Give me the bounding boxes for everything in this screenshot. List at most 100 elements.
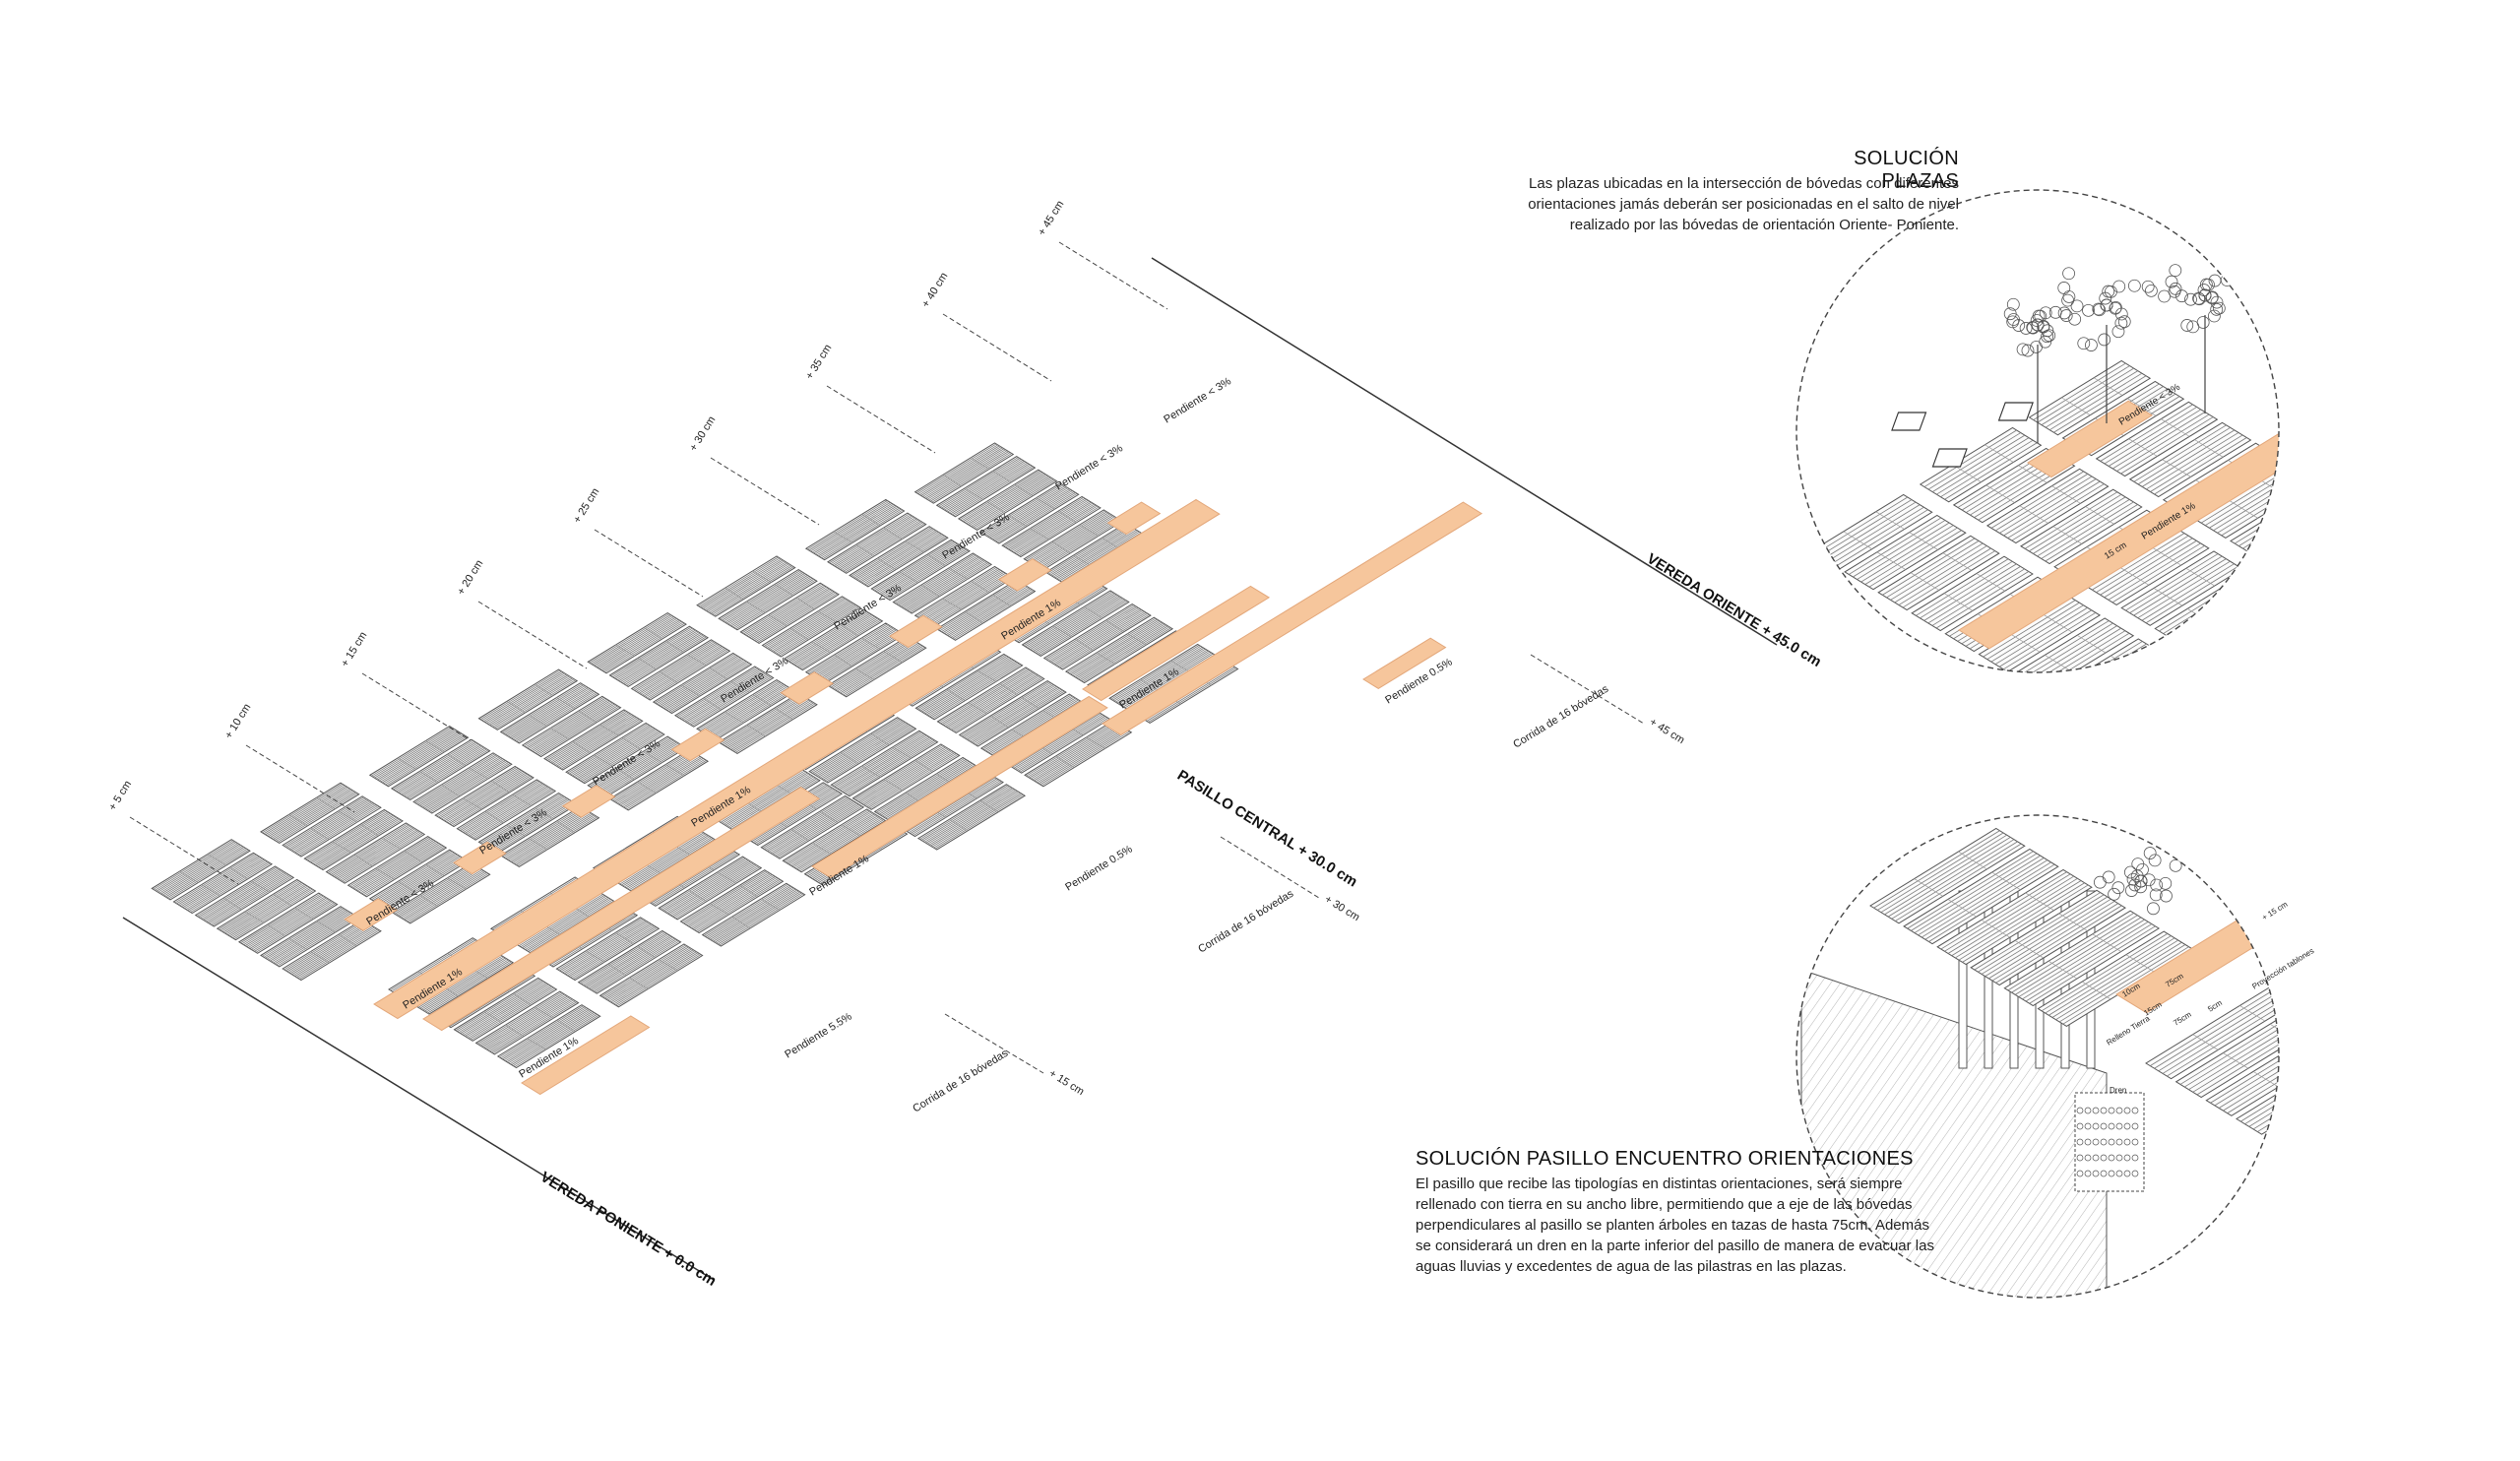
vault-rib <box>311 813 393 864</box>
vault-rib <box>601 620 682 671</box>
vault-rib <box>2045 935 2172 1014</box>
drain-gravel <box>2115 1170 2123 1177</box>
vault-rib <box>981 483 1062 534</box>
vault-rib <box>176 854 257 905</box>
vault-rib <box>2104 674 2196 731</box>
vault-rib <box>263 784 345 835</box>
vault-rib <box>931 576 1012 627</box>
vault-edge <box>964 611 983 624</box>
level-label: + 5 cm <box>106 779 134 813</box>
vault-strip <box>474 990 580 1055</box>
vault-edge <box>2052 526 2082 544</box>
vault-rib <box>2007 480 2101 539</box>
vault-rib <box>765 598 846 648</box>
vault-rib <box>726 774 811 827</box>
vault-rib <box>1033 515 1113 565</box>
vault-edge <box>310 827 330 840</box>
vault-edge <box>1057 510 1077 524</box>
vault-rib <box>532 701 612 752</box>
vault-rib <box>455 979 540 1032</box>
vault-rib <box>294 926 375 977</box>
vault-rib <box>255 903 337 953</box>
vault-edge <box>599 724 619 736</box>
vault-rib <box>329 824 410 874</box>
drain-gravel <box>2131 1107 2139 1114</box>
vault-strip <box>2174 998 2279 1099</box>
vault-rib <box>1048 525 1129 575</box>
vault-rib <box>1031 724 1120 780</box>
vault-rib <box>2016 620 2110 672</box>
vault-rib <box>912 780 1001 835</box>
vault-rib <box>489 675 570 726</box>
vault-rib <box>832 515 913 566</box>
vault-rib <box>414 753 495 803</box>
tree-canopy-leaf <box>2147 902 2160 916</box>
vault-rib <box>1025 592 1114 648</box>
drain-gravel <box>2092 1170 2100 1177</box>
vault-rib <box>866 752 956 807</box>
vault-rib <box>916 654 1006 710</box>
vault-rib <box>526 898 611 951</box>
vault-rib <box>632 640 714 690</box>
vault-rib <box>2025 923 2153 1002</box>
vault-rib <box>662 658 743 709</box>
vault-rib <box>2268 507 2279 565</box>
vault-rib <box>834 516 914 566</box>
vault-rib <box>579 930 664 984</box>
vault-rib <box>711 888 796 941</box>
vault-rib <box>583 732 663 784</box>
vault-rib <box>551 714 632 764</box>
drain-gravel <box>2131 1138 2139 1146</box>
vault-rib <box>562 921 648 974</box>
vault-rib <box>359 843 441 894</box>
vault-edge <box>506 824 526 837</box>
vault-edge <box>905 540 924 553</box>
vault-rib <box>512 813 594 863</box>
vault-rib <box>1068 618 1158 674</box>
vault-rib <box>597 741 677 792</box>
vault-rib <box>581 931 666 985</box>
vault-edge <box>578 710 598 724</box>
vault-edge <box>244 911 264 923</box>
vault-rib <box>607 948 692 1001</box>
tree-canopy-leaf <box>2031 318 2045 332</box>
vault-strip <box>701 882 806 947</box>
corridor-band <box>521 1015 651 1096</box>
vault-rib <box>837 518 917 568</box>
vault-rib <box>249 899 330 949</box>
vault-rib <box>941 582 1022 633</box>
vault-strip <box>453 977 558 1042</box>
vault-rib <box>592 615 673 666</box>
vault-rib <box>1891 841 2018 920</box>
vault-rib <box>625 836 711 889</box>
vault-rib <box>1864 527 1958 585</box>
vault-edge <box>1976 573 2005 592</box>
level-dash <box>594 529 704 598</box>
vault-rib <box>627 837 712 890</box>
vault-rib <box>1951 877 2078 957</box>
vault-rib <box>155 841 235 891</box>
vault-rib <box>963 472 1043 523</box>
vault-rib <box>401 744 481 795</box>
vault-strip <box>739 582 840 644</box>
vault-edge <box>359 823 379 837</box>
vault-rib <box>985 696 1075 752</box>
vault-rib <box>385 734 466 786</box>
tree-canopy-leaf <box>2041 324 2054 338</box>
vault-rib <box>514 690 595 741</box>
vault-rib <box>565 922 651 976</box>
vault-rib <box>608 949 694 1002</box>
vault-rib <box>953 466 1035 517</box>
vault-rib <box>613 752 695 802</box>
vault-rib <box>883 546 964 598</box>
vault-strip <box>1044 523 1146 585</box>
vault-edge <box>637 945 657 958</box>
vault-rib <box>196 866 278 917</box>
vault-rib <box>941 669 1031 726</box>
vault-rib <box>1028 722 1116 778</box>
vault-rib <box>2011 915 2138 993</box>
vault-rib <box>730 777 816 830</box>
vault-edge <box>463 797 482 810</box>
vault-rib <box>706 561 787 611</box>
vault-edge <box>2025 892 2054 912</box>
